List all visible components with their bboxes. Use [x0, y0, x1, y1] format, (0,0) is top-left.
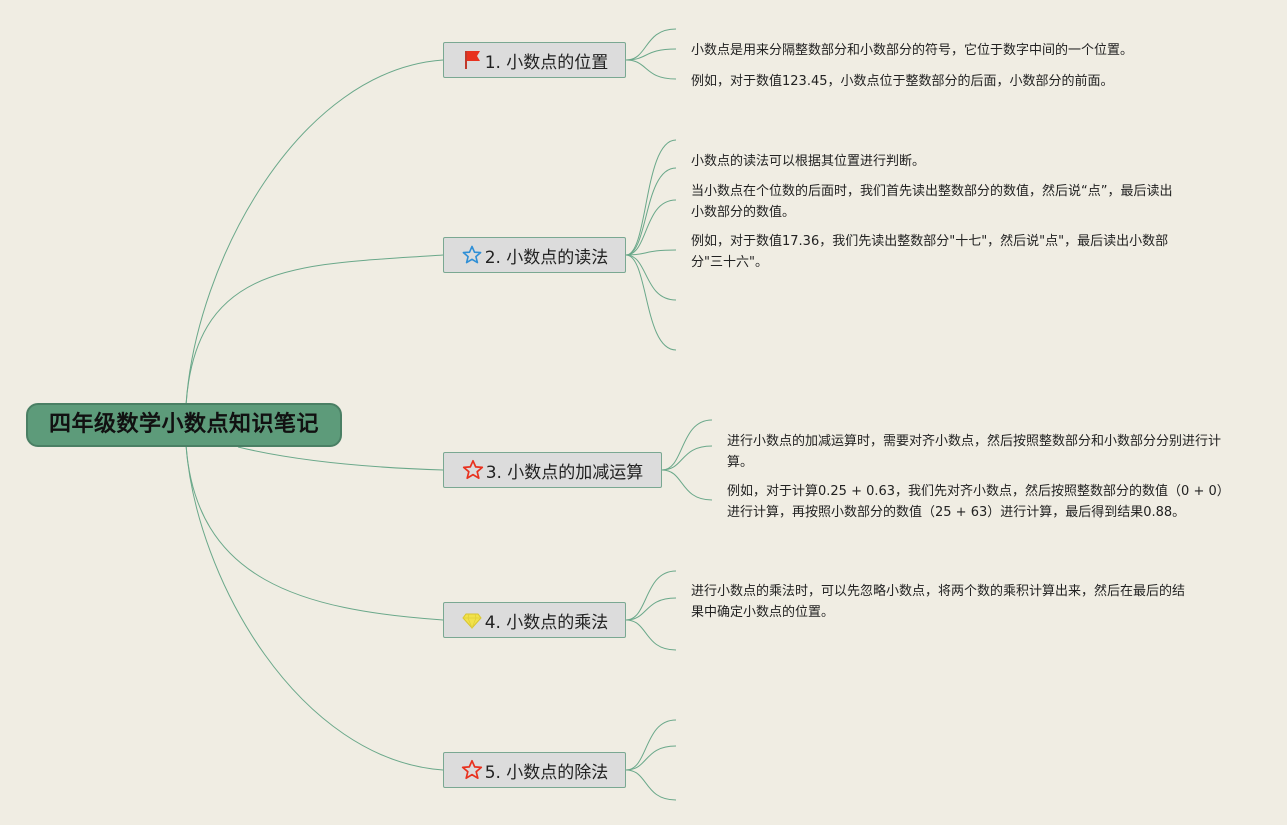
- branch-line: [625, 570, 677, 621]
- branch-line: [625, 59, 677, 80]
- topic-label: 1. 小数点的位置: [484, 52, 609, 73]
- note-item: 进行小数点的加减运算时，需要对齐小数点，然后按照整数部分和小数部分分别进行计算。: [727, 434, 1222, 470]
- blue-star-icon: [461, 244, 483, 266]
- red-star-icon: [461, 759, 483, 781]
- branch-line: [185, 444, 444, 621]
- topic-division[interactable]: 5. 小数点的除法: [443, 752, 626, 788]
- note-item: 例如，对于数值17.36，我们先读出整数部分"十七"，然后说"点"，最后读出小数…: [691, 234, 1169, 270]
- branch-line: [625, 167, 677, 256]
- note-item: 例如，对于计算0.25 + 0.63，我们先对齐小数点，然后按照整数部分的数值（…: [727, 484, 1224, 520]
- topic-label: 2. 小数点的读法: [484, 247, 609, 268]
- yellow-gem-icon: [461, 609, 483, 631]
- red-star-icon: [462, 459, 484, 481]
- topic-reading[interactable]: 2. 小数点的读法: [443, 237, 626, 273]
- branch-line: [625, 254, 677, 301]
- branch-line: [661, 445, 713, 471]
- topic-add-subtract[interactable]: 3. 小数点的加减运算: [443, 452, 662, 488]
- branch-line: [625, 139, 677, 256]
- branch-line: [625, 719, 677, 771]
- topic-label: 4. 小数点的乘法: [484, 612, 609, 633]
- note-item: 小数点的读法可以根据其位置进行判断。: [691, 154, 926, 169]
- branch-line: [625, 48, 677, 61]
- note-item: 小数点是用来分隔整数部分和小数部分的符号，它位于数字中间的一个位置。: [691, 43, 1134, 58]
- red-flag-icon: [461, 49, 483, 71]
- note-item: 进行小数点的乘法时，可以先忽略小数点，将两个数的乘积计算出来，然后在最后的结果中…: [691, 584, 1186, 620]
- branch-line: [661, 469, 713, 501]
- branch-line: [625, 769, 677, 801]
- branch-line: [625, 745, 677, 771]
- topic-label: 3. 小数点的加减运算: [485, 462, 644, 483]
- branch-line: [185, 444, 444, 771]
- branch-line: [185, 254, 444, 406]
- branch-line: [185, 59, 444, 406]
- topic-multiplication[interactable]: 4. 小数点的乘法: [443, 602, 626, 638]
- topic-position[interactable]: 1. 小数点的位置: [443, 42, 626, 78]
- branch-line: [625, 199, 677, 256]
- branch-line: [661, 419, 713, 471]
- branch-line: [625, 254, 677, 351]
- branch-line: [625, 249, 677, 256]
- note-item: 当小数点在个位数的后面时，我们首先读出整数部分的数值，然后说“点”，最后读出小数…: [691, 184, 1173, 220]
- topic-label: 5. 小数点的除法: [484, 762, 609, 783]
- branch-line: [237, 446, 444, 471]
- note-item: 例如，对于数值123.45，小数点位于整数部分的后面，小数部分的前面。: [691, 74, 1114, 89]
- root-topic[interactable]: 四年级数学小数点知识笔记: [26, 403, 342, 447]
- branch-line: [625, 619, 677, 651]
- branch-line: [625, 28, 677, 61]
- branch-line: [625, 597, 677, 621]
